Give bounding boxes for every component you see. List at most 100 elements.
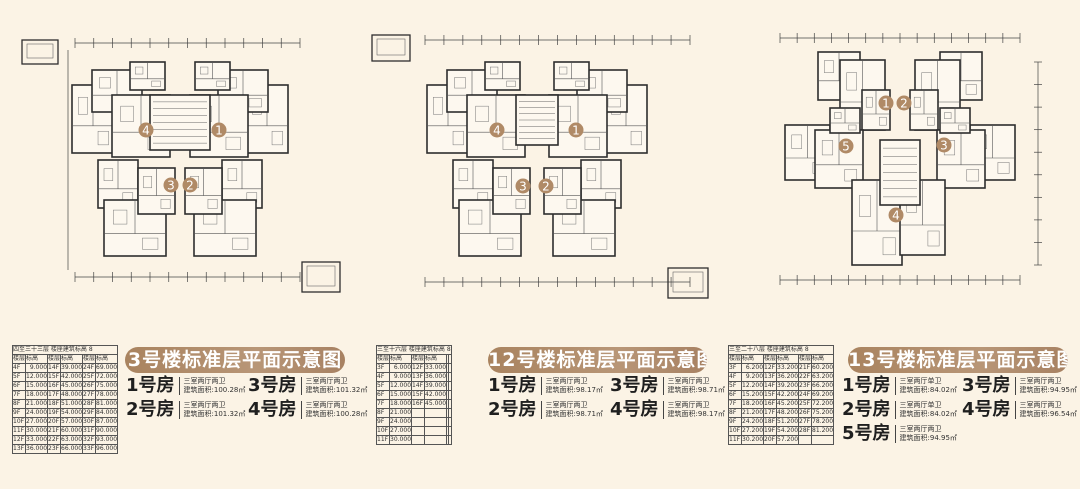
elevation-cell: 39.000 [60, 363, 84, 373]
elevation-cell: 66.200 [811, 381, 835, 391]
unit-marker-label: 4 [142, 124, 150, 138]
floor-cell: 8F [727, 408, 743, 418]
furniture [824, 60, 834, 73]
furniture [78, 96, 88, 115]
unit-layout: 三室两厅两卫 [305, 401, 348, 409]
table-caption: 三至十六层 楼座建筑标高 8 [376, 345, 452, 355]
unit-marker-label: 2 [900, 97, 908, 111]
elevation-cell: 48.200 [776, 408, 800, 418]
table-header: 楼层标高楼层标高楼层标高 [727, 354, 835, 364]
unit-marker [888, 207, 904, 223]
unit-marker-label: 4 [493, 124, 501, 138]
floor-cell: 19F [763, 426, 778, 436]
floor-cell: 17F [763, 408, 778, 418]
floor-cell: 7F [375, 399, 391, 409]
detail-box [667, 267, 709, 299]
floor-cell: 5F [11, 372, 27, 382]
elevation-cell: 69.000 [95, 363, 119, 373]
unit-layout: 三室两厅两卫 [1019, 401, 1062, 409]
unit-entry: 2号房 三室两厅单卫 建筑面积:84.02㎡ [842, 400, 957, 420]
floor-cell: 7F [727, 399, 743, 409]
elevation-cell: 9.000 [25, 363, 49, 373]
floor-cell: 22F [798, 372, 813, 382]
divider [894, 377, 896, 395]
elevation-cell: 12.000 [389, 381, 413, 391]
furniture [468, 209, 483, 225]
divider [540, 377, 542, 395]
furniture [160, 199, 171, 209]
floor-cell: 15F [763, 390, 778, 400]
elevation-cell [424, 417, 448, 427]
header-cell: 楼层 [11, 354, 27, 364]
elevation-cell: 21.000 [25, 399, 49, 409]
furniture [965, 84, 977, 95]
unit-area: 建筑面积:100.28㎡ [305, 410, 368, 418]
elevation-cell: 66.000 [60, 444, 84, 454]
furniture [151, 80, 161, 87]
floor-cell: 19F [47, 408, 62, 418]
unit-info: 三室两厅单卫 建筑面积:84.02㎡ [900, 401, 957, 419]
elevation-cell: 18.200 [741, 399, 765, 409]
unit-layout: 三室两厅两卫 [667, 377, 710, 385]
floor-cell: 28F [798, 426, 813, 436]
elevation-cell: 96.000 [95, 444, 119, 454]
header-cell: 标高 [741, 354, 765, 364]
plan-title: 3号楼标准层平面示意图 [125, 347, 345, 373]
floor-cell: 10F [375, 426, 391, 436]
furniture [584, 136, 600, 150]
elevation-cell: 36.200 [776, 372, 800, 382]
floor-cell: 32F [82, 435, 97, 445]
unit-marker-label: 2 [186, 179, 194, 193]
unit-entry: 2号房 三室两厅两卫 建筑面积:98.71㎡ [488, 400, 603, 420]
unit-area: 建筑面积:101.32㎡ [305, 386, 368, 394]
header-cell: 标高 [25, 354, 49, 364]
elevation-cell: 54.200 [776, 426, 800, 436]
unit-name: 3号房 [248, 375, 297, 396]
header-cell: 标高 [389, 354, 413, 364]
unit-name: 4号房 [248, 399, 297, 420]
floor-cell: 16F [411, 399, 426, 409]
elevation-cell: 51.200 [776, 417, 800, 427]
header-cell: 楼层 [798, 354, 813, 364]
unit-marker-label: 1 [215, 124, 223, 138]
unit-layout: 三室两厅单卫 [899, 377, 942, 385]
furniture [944, 112, 952, 119]
unit-info: 三室两厅两卫 建筑面积:98.71㎡ [668, 377, 725, 395]
plan-title: 12号楼标准层平面示意图 [488, 347, 707, 373]
unit-area: 建筑面积:84.02㎡ [899, 386, 957, 394]
elevation-cell: 6.200 [741, 363, 765, 373]
unit-marker [838, 138, 854, 154]
elevation-cell [448, 426, 452, 436]
elevation-cell: 21.200 [741, 408, 765, 418]
floor-cell: 27F [82, 390, 97, 400]
floor-cell: 13F [763, 372, 778, 382]
floor-cell: 21F [798, 363, 813, 373]
furniture [216, 80, 226, 87]
elevation-cell: 42.000 [424, 390, 448, 400]
elevation-cell: 24.200 [741, 417, 765, 427]
divider [894, 401, 896, 419]
elevation-cell: 6.000 [389, 363, 413, 373]
unit-entry: 5号房 三室两厅两卫 建筑面积:94.95㎡ [842, 424, 957, 444]
elevation-cell: 63.200 [811, 372, 835, 382]
furniture [433, 96, 443, 115]
elevation-cell [448, 363, 452, 373]
elevation-cell: 42.200 [776, 390, 800, 400]
elevation-cell: 27.000 [389, 426, 413, 436]
floor-cell: 12F [411, 363, 426, 373]
unit-layout: 三室两厅两卫 [183, 401, 226, 409]
elevation-cell: 9.200 [741, 372, 765, 382]
floor-cell: 8F [11, 399, 27, 409]
unit-name: 1号房 [126, 375, 175, 396]
elevation-cell: 45.000 [60, 381, 84, 391]
elevation-cell: 93.000 [95, 435, 119, 445]
unit-area: 建筑面积:98.17㎡ [667, 410, 725, 418]
divider [178, 401, 180, 419]
unit-name: 3号房 [962, 375, 1011, 396]
